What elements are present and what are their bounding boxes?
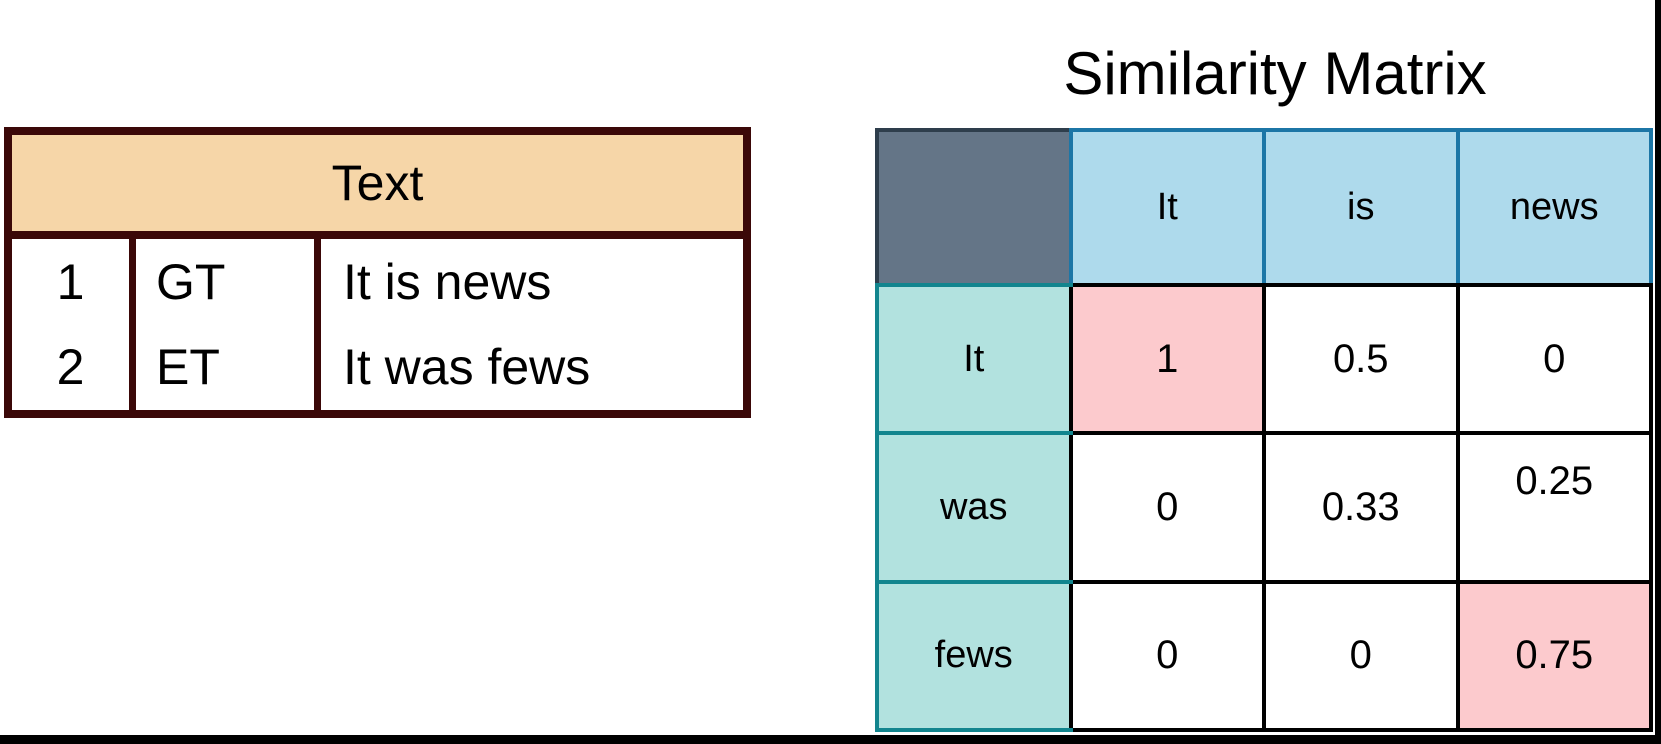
slide-border-right [1655, 0, 1661, 744]
matrix-cell-fews-is: 0 [1262, 579, 1460, 733]
matrix-cell-was-news: 0.25 [1455, 431, 1653, 584]
matrix-cell-it-it: 1 [1068, 282, 1266, 436]
matrix-cell-was-is: 0.33 [1262, 431, 1460, 584]
matrix-col-header-news: news [1455, 128, 1653, 287]
matrix-col-header-is: is [1262, 128, 1460, 287]
matrix-cell-it-is: 0.5 [1262, 282, 1460, 436]
text-table-cell-row1-sentence: It is news [343, 253, 552, 310]
text-table-column-sentence: It is news It was fews [321, 239, 743, 410]
matrix-col-header-it: It [1068, 128, 1266, 287]
text-table-column-id: 1 2 [12, 239, 136, 410]
matrix-cell-fews-it: 0 [1068, 579, 1266, 733]
matrix-cell-it-news: 0 [1455, 282, 1653, 436]
matrix-row-it: It 1 0.5 0 [875, 282, 1653, 436]
text-table: Text 1 2 GT ET It is news It was fews [4, 127, 751, 418]
matrix-row-was: was 0 0.33 0.25 [875, 431, 1653, 584]
text-table-cell-row2-sentence: It was fews [343, 339, 591, 396]
matrix-row-header-was: was [875, 431, 1073, 584]
slide-border-bottom [0, 735, 1661, 744]
matrix-cell-fews-news: 0.75 [1455, 579, 1653, 733]
text-table-body: 1 2 GT ET It is news It was fews [12, 239, 743, 410]
text-table-column-tag: GT ET [136, 239, 321, 410]
text-table-cell-row1-id: 1 [56, 253, 85, 310]
matrix-cell-was-news-value: 0.25 [1515, 458, 1594, 503]
text-table-cell-row2-id: 2 [56, 339, 85, 396]
text-table-cell-row2-tag: ET [156, 339, 220, 396]
matrix-row-fews: fews 0 0 0.75 [875, 579, 1653, 733]
matrix-row-header-fews: fews [875, 579, 1073, 733]
matrix-corner-cell [875, 128, 1073, 287]
matrix-row-header-it: It [875, 282, 1073, 436]
text-table-header: Text [12, 135, 743, 239]
text-table-cell-row1-tag: GT [156, 253, 226, 310]
text-table-title: Text [331, 155, 424, 211]
matrix-header-row: It is news [875, 128, 1653, 287]
similarity-matrix-title: Similarity Matrix [1063, 40, 1487, 107]
matrix-cell-was-it: 0 [1068, 431, 1266, 584]
similarity-matrix-table: It is news It 1 0.5 0 was 0 0.33 0.25 fe… [875, 128, 1653, 733]
